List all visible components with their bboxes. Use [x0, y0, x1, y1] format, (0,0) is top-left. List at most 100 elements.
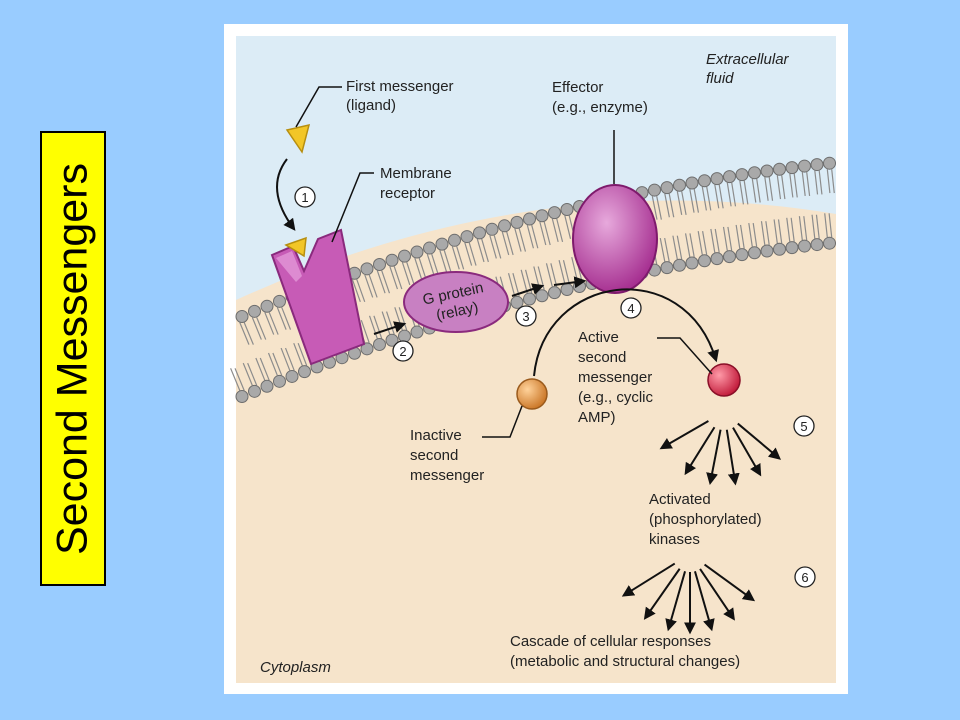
lipid-tail: [284, 347, 295, 371]
lipid-head: [460, 230, 474, 244]
step-number-1: 1: [301, 190, 308, 205]
lipid-tail: [381, 311, 391, 335]
step3-arrow-a: [511, 283, 545, 297]
lipid-tail: [526, 224, 535, 249]
lipid-tail: [267, 352, 278, 376]
lipid-tail: [756, 178, 761, 203]
lipid-tail: [543, 221, 551, 246]
fan-arrow: [659, 420, 709, 450]
lipid-tail: [426, 253, 436, 278]
kinase-activation-arrows: [659, 420, 781, 486]
lipid-tail: [512, 273, 520, 297]
lipid-tail: [242, 362, 253, 386]
lipid-head: [385, 333, 399, 347]
lipid-head: [760, 244, 774, 258]
receptor-label-line2: receptor: [380, 185, 435, 202]
fan-arrow: [699, 568, 735, 621]
lipid-tail: [389, 266, 399, 290]
lipid-tail: [651, 195, 658, 220]
fan-arrow: [684, 426, 716, 476]
lipid-tail: [501, 231, 510, 256]
lipid-tail: [520, 269, 528, 294]
lipid-head: [373, 338, 386, 352]
lipid-tail: [364, 274, 374, 298]
lipid-tail: [664, 193, 670, 218]
lipid-tail: [765, 221, 770, 246]
lipid-tail: [664, 237, 670, 262]
lipid-head: [535, 209, 549, 223]
extracellular-label-line2: fluid: [706, 70, 734, 87]
lipid-head: [235, 389, 249, 403]
active-messenger-label-line2: second: [578, 349, 626, 366]
lipid-head: [435, 237, 449, 251]
lipid-tail: [790, 217, 795, 242]
lipid-head: [423, 241, 436, 255]
lipid-head: [798, 239, 811, 253]
inactive-messenger-leader: [482, 405, 523, 438]
lipid-tail: [531, 224, 539, 249]
lipid-tail: [773, 219, 778, 244]
lipid-tail: [268, 312, 279, 335]
lipid-tail: [281, 307, 292, 330]
diagram-svg: 1 2 3 4 5 6 Extracellular fluid Cytoplas…: [230, 36, 836, 683]
cascade-label-line2: (metabolic and structural changes): [510, 653, 740, 670]
lipid-head: [398, 329, 411, 343]
lipid-tail: [828, 213, 833, 238]
lipid-tail: [381, 270, 391, 294]
lipid-tail: [558, 260, 566, 284]
lipid-tail: [735, 224, 741, 249]
lipid-tail: [659, 237, 666, 262]
lipid-tail: [777, 219, 783, 244]
lipid-tail: [689, 188, 695, 213]
effector-label-line2: (e.g., enzyme): [552, 99, 648, 116]
lipid-head: [285, 369, 299, 383]
kinases-label-line3: kinases: [649, 531, 700, 548]
lipid-head: [248, 304, 261, 318]
lipid-tail: [414, 257, 423, 282]
fan-arrow: [737, 422, 781, 460]
lipid-head: [385, 253, 399, 267]
lipid-tail: [681, 191, 687, 215]
lipid-tail: [818, 170, 823, 195]
lipid-head: [510, 215, 524, 229]
first-messenger-label-line2: (ligand): [346, 97, 396, 114]
lipid-tail: [702, 231, 708, 255]
extracellular-label-line1: Extracellular: [706, 51, 790, 68]
lipid-tail: [545, 263, 553, 287]
lipid-tail: [803, 216, 808, 241]
step-number-6: 6: [801, 570, 808, 585]
fan-arrow: [732, 427, 762, 477]
lipid-head: [510, 295, 524, 309]
cascade-arrows: [621, 562, 756, 635]
lipid-head: [260, 299, 274, 313]
lipid-head: [748, 246, 761, 260]
slide-title-box: Second Messengers: [40, 131, 106, 586]
lipid-head: [535, 289, 549, 303]
lipid-tail: [276, 307, 287, 330]
lipid-head: [448, 233, 461, 247]
extracellular-region: [236, 36, 836, 300]
active-messenger-label-line5: AMP): [578, 409, 616, 426]
lipid-tail: [259, 357, 270, 381]
inactive-messenger-label-line3: messenger: [410, 467, 484, 484]
active-messenger-label-line3: messenger: [578, 369, 652, 386]
receptor-leader: [331, 172, 374, 243]
lipid-head: [723, 170, 736, 184]
lipid-tail: [368, 315, 378, 339]
lipid-head: [648, 183, 661, 197]
cytoplasm-label: Cytoplasm: [260, 659, 331, 676]
fan-arrow: [706, 429, 722, 486]
lipid-tail: [468, 242, 477, 266]
lipid-head: [485, 222, 499, 236]
lipid-head: [273, 294, 286, 308]
lipid-tail: [514, 228, 522, 252]
lipid-head: [523, 292, 536, 306]
lipid-tail: [360, 319, 370, 344]
lipid-head: [660, 261, 674, 275]
lipid-tail: [247, 362, 258, 386]
lipid-tail: [562, 260, 570, 284]
lipid-tail: [401, 261, 411, 286]
lipid-tail: [564, 215, 572, 239]
lipid-head: [548, 286, 561, 300]
lipid-head: [698, 254, 711, 268]
